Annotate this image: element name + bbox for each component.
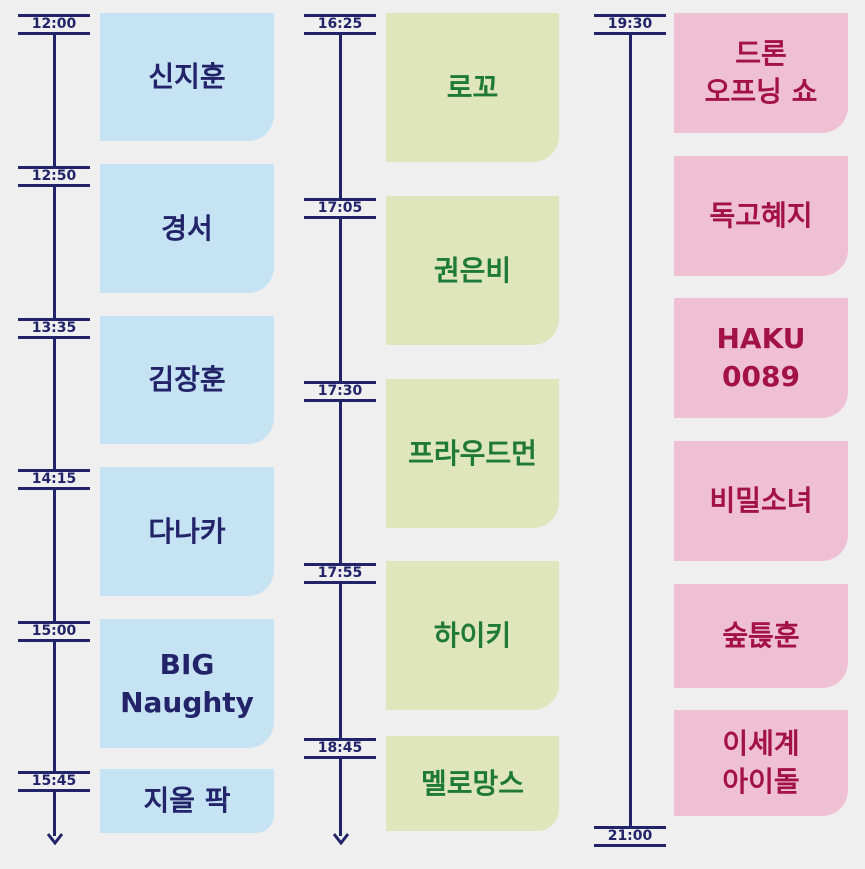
time-label: 21:00 bbox=[594, 826, 666, 847]
act-card: BIG Naughty bbox=[100, 619, 274, 748]
act-card: 하이키 bbox=[386, 561, 559, 710]
act-card: 드론 오프닝 쇼 bbox=[674, 13, 848, 133]
act-name: 이세계 아이돌 bbox=[722, 727, 800, 798]
act-name: 신지훈 bbox=[148, 60, 226, 93]
timeline-arrow-col2 bbox=[333, 833, 349, 845]
act-name: 경서 bbox=[161, 211, 213, 245]
time-label: 15:00 bbox=[18, 621, 90, 642]
act-card: 지올 팍 bbox=[100, 769, 274, 833]
time-label: 17:05 bbox=[304, 198, 376, 219]
time-label: 19:30 bbox=[594, 14, 666, 35]
time-label: 16:25 bbox=[304, 14, 376, 35]
act-card: 비밀소녀 bbox=[674, 441, 848, 561]
act-card: 신지훈 bbox=[100, 13, 274, 141]
act-name: 드론 오프닝 쇼 bbox=[704, 37, 818, 108]
timeline-line-col3 bbox=[629, 22, 632, 842]
act-name: 독고혜지 bbox=[709, 199, 813, 232]
act-name: 하이키 bbox=[433, 618, 512, 652]
act-name: 권은비 bbox=[433, 253, 512, 287]
time-label: 17:55 bbox=[304, 563, 376, 584]
act-card: HAKU 0089 bbox=[674, 298, 848, 418]
time-label: 18:45 bbox=[304, 738, 376, 759]
act-name: 숲튽훈 bbox=[722, 619, 800, 652]
act-card: 권은비 bbox=[386, 196, 559, 345]
time-label: 12:50 bbox=[18, 166, 90, 187]
act-name: 프라우드먼 bbox=[408, 436, 537, 470]
act-card: 프라우드먼 bbox=[386, 379, 559, 528]
act-card: 다나카 bbox=[100, 467, 274, 596]
act-card: 로꼬 bbox=[386, 13, 559, 162]
act-name: 멜로망스 bbox=[420, 766, 525, 800]
time-label: 12:00 bbox=[18, 14, 90, 35]
act-name: BIG Naughty bbox=[120, 647, 254, 719]
act-card: 독고혜지 bbox=[674, 156, 848, 276]
time-label: 14:15 bbox=[18, 469, 90, 490]
time-label: 13:35 bbox=[18, 318, 90, 339]
act-name: HAKU 0089 bbox=[716, 322, 806, 393]
act-name: 김장훈 bbox=[148, 363, 226, 396]
act-card: 이세계 아이돌 bbox=[674, 710, 848, 816]
timeline-line-col2 bbox=[339, 22, 342, 836]
act-card: 숲튽훈 bbox=[674, 584, 848, 688]
timeline-arrow-col1 bbox=[47, 833, 63, 845]
act-card: 김장훈 bbox=[100, 316, 274, 444]
act-card: 멜로망스 bbox=[386, 736, 559, 831]
act-name: 로꼬 bbox=[446, 70, 499, 104]
time-label: 17:30 bbox=[304, 381, 376, 402]
act-name: 지올 팍 bbox=[143, 784, 231, 817]
act-name: 비밀소녀 bbox=[709, 484, 813, 517]
time-label: 15:45 bbox=[18, 771, 90, 792]
act-name: 다나카 bbox=[148, 514, 226, 548]
act-card: 경서 bbox=[100, 164, 274, 293]
timeline-line-col1 bbox=[53, 22, 56, 836]
